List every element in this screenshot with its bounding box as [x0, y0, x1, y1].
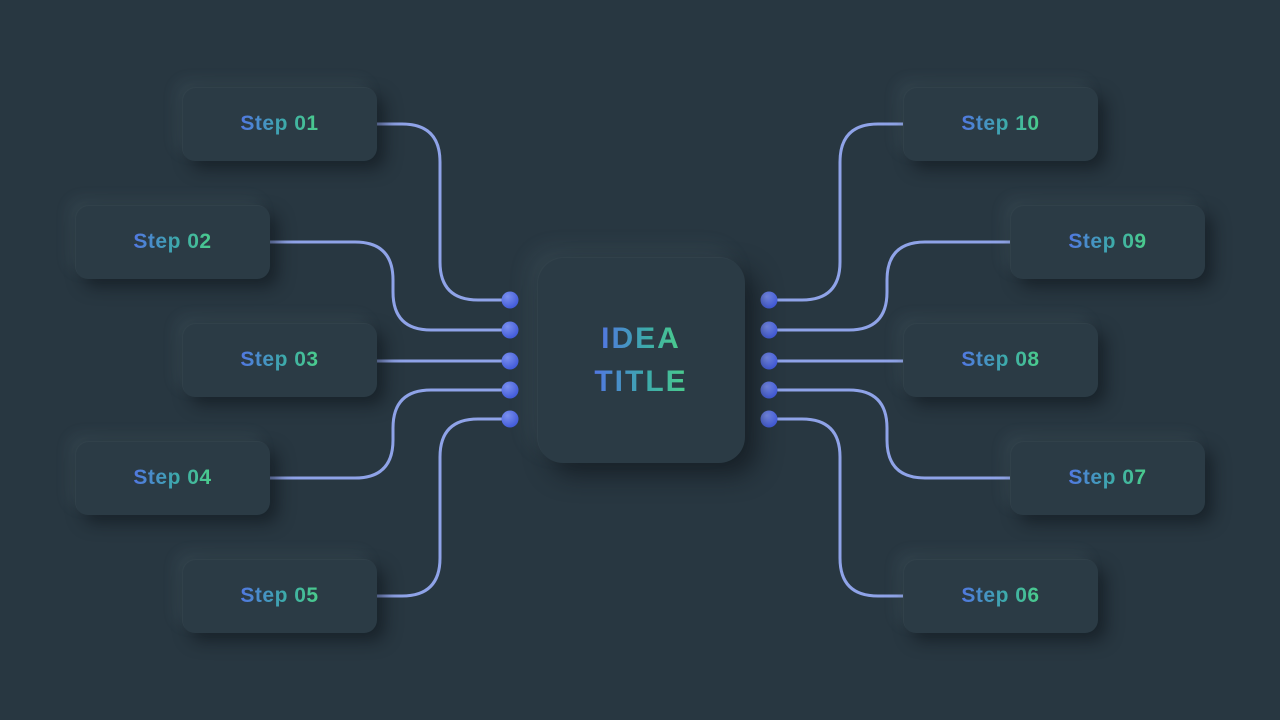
connector-dot: [760, 321, 778, 339]
step-07-label: Step 07: [1068, 466, 1147, 489]
connector-dot: [760, 381, 778, 399]
connector-step-09: [776, 240, 1012, 332]
step-01-box: Step 01: [182, 87, 377, 161]
connector-dot: [501, 352, 519, 370]
step-10-label: Step 10: [961, 112, 1040, 135]
connector-step-04: [268, 388, 503, 480]
step-06-box: Step 06: [903, 559, 1098, 633]
connector-step-10: [776, 122, 905, 302]
connector-step-05: [375, 417, 503, 598]
connector-dot: [501, 410, 519, 428]
step-04-box: Step 04: [75, 441, 270, 515]
connector-dot: [760, 291, 778, 309]
step-01-label: Step 01: [240, 112, 319, 135]
step-03-box: Step 03: [182, 323, 377, 397]
step-06-label: Step 06: [961, 584, 1040, 607]
connector-dot: [760, 352, 778, 370]
step-10-box: Step 10: [903, 87, 1098, 161]
idea-title-box: IDEA TITLE: [537, 257, 745, 463]
step-07-box: Step 07: [1010, 441, 1205, 515]
idea-title-line1: IDEA: [601, 317, 681, 360]
connector-dot: [501, 381, 519, 399]
idea-title-line2: TITLE: [594, 360, 687, 403]
connector-step-02: [268, 240, 503, 332]
connector-step-06: [776, 417, 905, 598]
step-09-label: Step 09: [1068, 230, 1147, 253]
step-03-label: Step 03: [240, 348, 319, 371]
connector-dot: [760, 410, 778, 428]
step-09-box: Step 09: [1010, 205, 1205, 279]
connector-step-01: [375, 122, 503, 302]
step-05-box: Step 05: [182, 559, 377, 633]
step-08-box: Step 08: [903, 323, 1098, 397]
step-02-box: Step 02: [75, 205, 270, 279]
connector-dot: [501, 321, 519, 339]
step-02-label: Step 02: [133, 230, 212, 253]
step-04-label: Step 04: [133, 466, 212, 489]
step-05-label: Step 05: [240, 584, 319, 607]
step-08-label: Step 08: [961, 348, 1040, 371]
connector-step-07: [776, 388, 1012, 480]
connector-dot: [501, 291, 519, 309]
